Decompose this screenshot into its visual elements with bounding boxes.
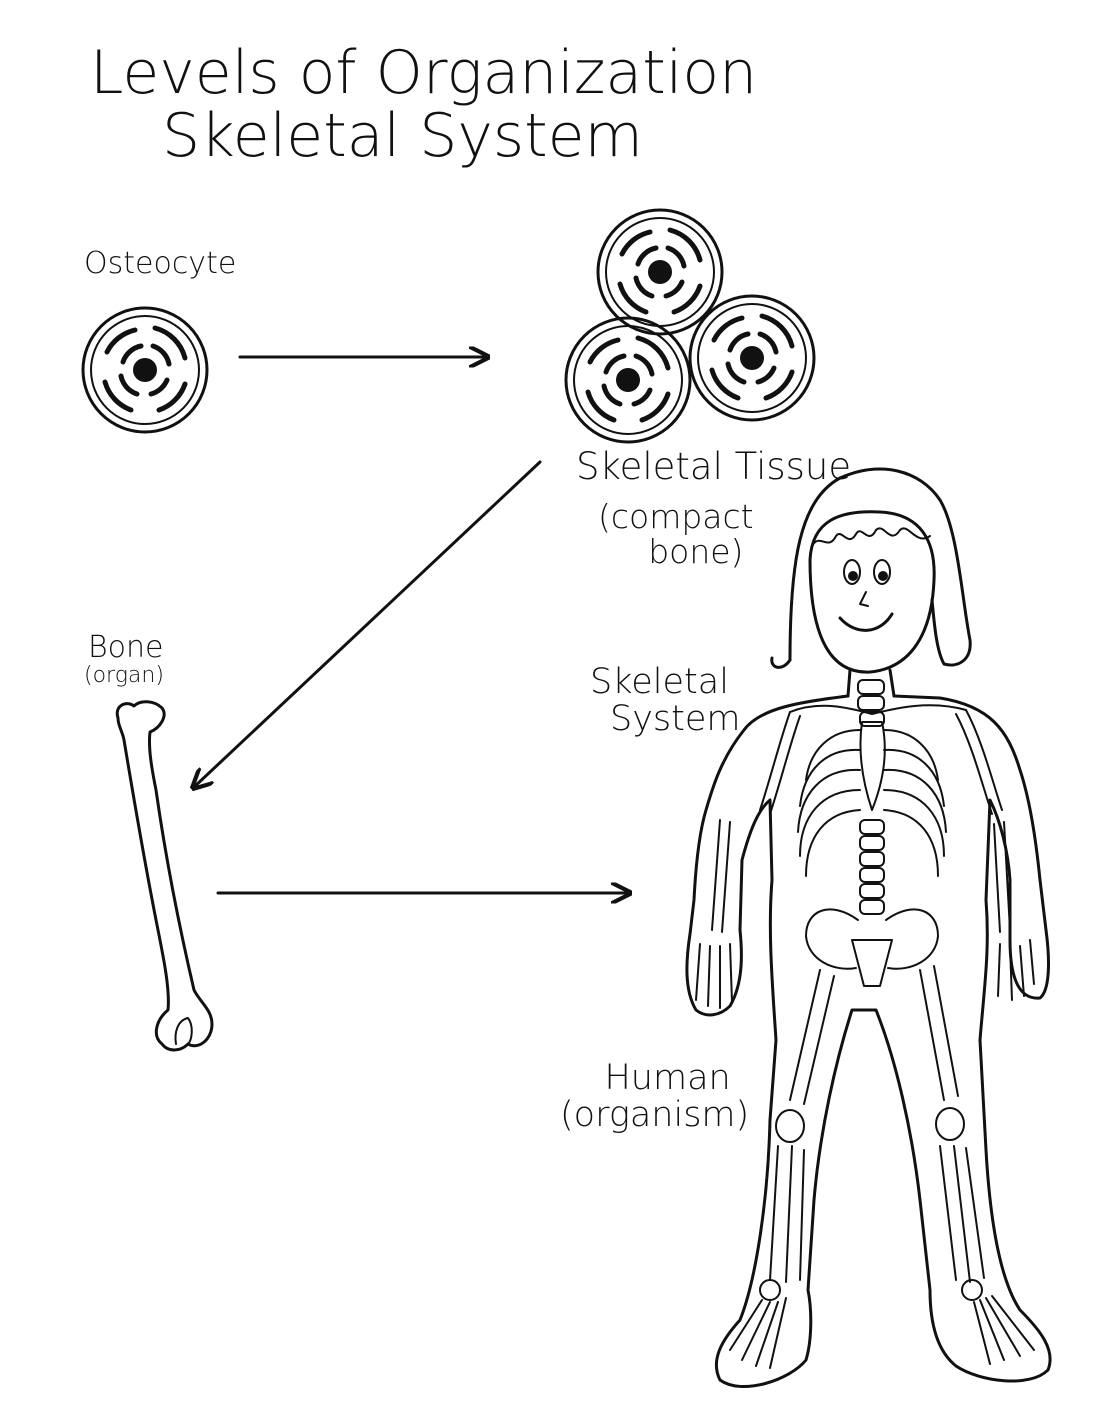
osteocyte-label: Osteocyte [84, 246, 237, 281]
feet [729, 1279, 1035, 1369]
spine [857, 679, 885, 915]
compact-bone-note: (compact bone) [598, 497, 754, 571]
title-line-1: Levels of Organization [90, 38, 758, 108]
organ-note: (organ) [84, 663, 164, 688]
human-label-line-1: Human [604, 1058, 731, 1098]
leg-bones [769, 965, 985, 1283]
body-outline [685, 694, 1052, 1389]
osteocyte-cell [83, 308, 207, 432]
skeletal-tissue-label: Skeletal Tissue [576, 445, 852, 488]
organism-note: (organism) [560, 1094, 750, 1135]
compact-bone-note-line-1: (compact [598, 497, 754, 536]
human-figure [685, 467, 1052, 1389]
diagram-title: Levels of Organization Skeletal System [90, 42, 757, 168]
bone-label: Bone [88, 630, 164, 665]
title-line-2: Skeletal System [162, 101, 643, 171]
arrow-tissue-to-bone [193, 460, 542, 788]
human-label: Human (organism) [560, 1060, 749, 1134]
pelvis [805, 908, 939, 987]
skeletal-system-line-2: System [610, 698, 741, 739]
arm-bones [711, 709, 1011, 933]
hands [695, 939, 1035, 1009]
face [808, 510, 936, 674]
femur-bone [115, 700, 214, 1052]
hair [770, 467, 972, 669]
skeletal-system-line-1: Skeletal [590, 662, 729, 702]
skeletal-system-label: Skeletal System [590, 664, 741, 738]
rib-cage [797, 729, 947, 877]
skeletal-tissue-cells [566, 210, 814, 442]
compact-bone-note-line-2: bone) [648, 531, 744, 571]
